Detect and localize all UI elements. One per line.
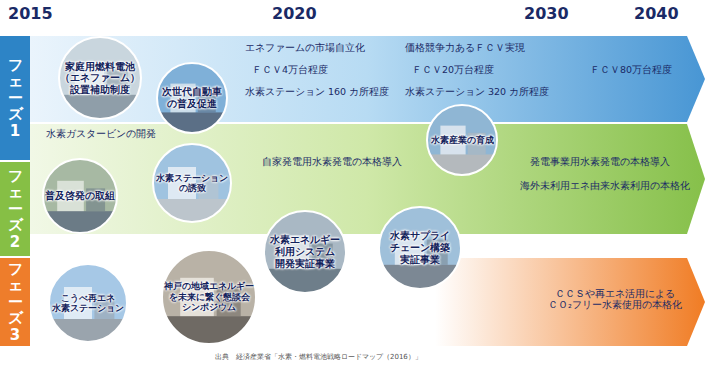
phase-label: フェーズ3 [8, 261, 23, 344]
year-label: 2040 [634, 4, 679, 23]
photo [161, 249, 257, 345]
phase-tab: フェーズ2 [0, 162, 30, 256]
milestone-text: 価格競争力あるＦＣＶ実現 [405, 42, 525, 53]
milestone-text: ＣＣＳや再エネ活用による ＣＯ₂フリー水素使用の本格化 [535, 288, 695, 311]
photo-circle: 水素サプライ チェーン構築 実証事業 [378, 206, 462, 290]
circle-label: 水素ステーション の誘致 [154, 173, 230, 194]
photo-sky [48, 263, 128, 343]
photo-circle: 水素エネルギー 利用システム 開発実証事業 [263, 210, 347, 294]
phase-band-arrow: 水素ガスタービンの開発自家発電用水素発電の本格導入 発電事業用水素発電の本格導入海… [30, 124, 705, 234]
photo-circle: 水素ステーション の誘致 [152, 143, 232, 223]
circle-border [162, 250, 256, 344]
photo-sky [426, 104, 498, 176]
milestone-text: ＦＣＶ4万台程度 [252, 64, 328, 75]
circle-label: 水素サプライ チェーン構築 実証事業 [380, 230, 460, 266]
circle-border [427, 105, 497, 175]
photo [156, 62, 228, 134]
phase-band-arrow: ＣＣＳや再エネ活用による ＣＯ₂フリー水素使用の本格化 こうべ再エネ 水素ステーシ… [30, 258, 705, 346]
photo [152, 143, 232, 223]
milestone-text: 海外未利用エネ由来水素利用の本格化 [520, 180, 690, 191]
photo [48, 263, 128, 343]
photo-circle: 次世代自動車 の普及促進 [156, 62, 228, 134]
circle-label: 神戸の地域エネルギー を未来に繋ぐ懇談会 シンポジウム [163, 281, 255, 313]
phase-tab: フェーズ3 [0, 258, 30, 346]
photo-circle: 家庭用燃料電池 （エネファーム） 設置補助制度 [58, 36, 142, 120]
circle-label: 水素産業の育成 [431, 135, 494, 146]
circle-label: 次世代自動車 の普及促進 [158, 86, 226, 110]
milestone-text: 水素ステーション 320 カ所程度 [405, 86, 549, 97]
photo-circle: 普及啓発の取組 [42, 158, 118, 234]
photo-sky [263, 210, 347, 294]
milestone-text: ＦＣＶ20万台程度 [412, 64, 494, 75]
milestone-text: 発電事業用水素発電の本格導入 [530, 156, 670, 167]
photo [378, 206, 462, 290]
band-arrow [30, 258, 705, 346]
circle-border [153, 144, 231, 222]
phase-band-arrow: エネファームの市場自立化 価格競争力あるＦＣＶ実現 ＦＣＶ4万台程度 ＦＣＶ20万台程… [30, 36, 705, 122]
band-arrow [30, 36, 705, 122]
circle-label: 普及啓発の取組 [45, 190, 115, 201]
milestone-text: 水素ガスタービンの開発 [46, 128, 156, 139]
circle-border [59, 37, 141, 119]
circle-label: 水素エネルギー 利用システム 開発実証事業 [265, 234, 345, 270]
phase-tab: フェーズ1 [0, 36, 30, 160]
year-label: 2020 [272, 4, 317, 23]
photo [263, 210, 347, 294]
circle-border [43, 159, 117, 233]
circle-label: こうべ再エネ 水素ステーション [50, 293, 126, 314]
year-label: 2030 [524, 4, 569, 23]
circle-border [264, 211, 346, 293]
milestone-text: 自家発電用水素発電の本格導入 [262, 156, 402, 167]
source-caption: 出典 経済産業省「水素・燃料電池戦略ロードマップ（2016）」 [215, 353, 422, 361]
year-label: 2015 [8, 4, 53, 23]
circle-border [379, 207, 461, 289]
photo-sky [161, 249, 257, 345]
circle-border [49, 264, 127, 342]
photo-sky [42, 158, 118, 234]
photo [58, 36, 142, 120]
photo [42, 158, 118, 234]
photo-sky [378, 206, 462, 290]
photo-sky [152, 143, 232, 223]
circle-border [157, 63, 227, 133]
photo-sky [58, 36, 142, 120]
milestone-text: 水素ステーション 160 カ所程度 [245, 86, 389, 97]
phase-label: フェーズ1 [8, 57, 23, 140]
photo-circle: 水素産業の育成 [426, 104, 498, 176]
photo-circle: こうべ再エネ 水素ステーション [48, 263, 128, 343]
band-shape [30, 124, 705, 234]
photo [426, 104, 498, 176]
phase-label: フェーズ2 [8, 168, 23, 251]
band-arrow [30, 124, 705, 234]
milestone-text: エネファームの市場自立化 [245, 42, 365, 53]
milestone-text: ＦＣＶ80万台程度 [590, 64, 672, 75]
photo-circle: 神戸の地域エネルギー を未来に繋ぐ懇談会 シンポジウム [161, 249, 257, 345]
circle-label: 家庭用燃料電池 （エネファーム） 設置補助制度 [60, 61, 140, 95]
photo-sky [156, 62, 228, 134]
